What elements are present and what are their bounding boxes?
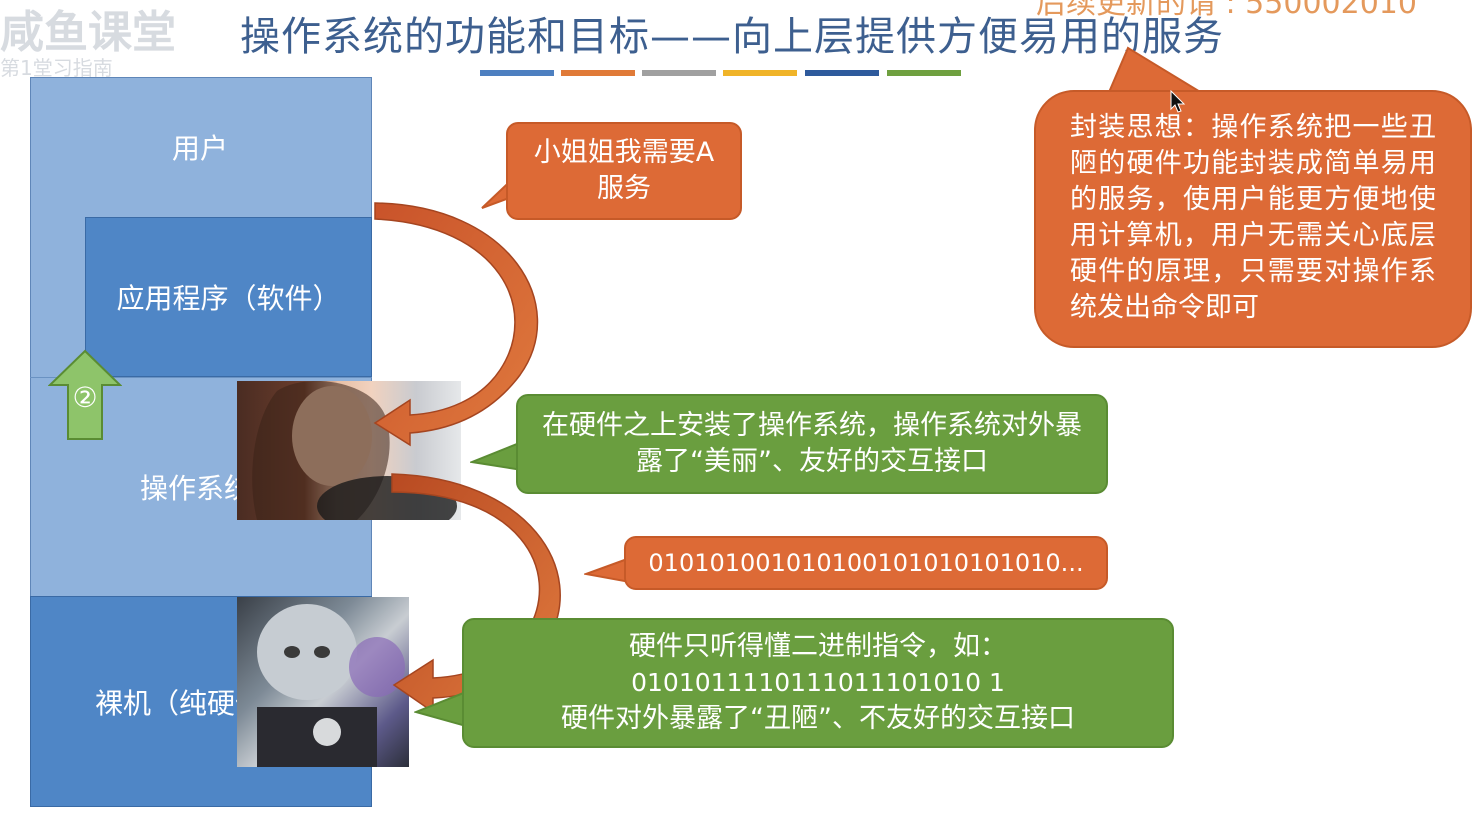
request-bubble: 小姐姐我需要A服务 bbox=[506, 122, 742, 220]
encapsulation-bubble: 封装思想：操作系统把一些丑陋的硬件功能封装成简单易用的服务，使用户能更方便地使用… bbox=[1034, 90, 1472, 348]
title-underline-5 bbox=[805, 70, 879, 76]
watermark-logo: 咸鱼课堂 bbox=[0, 0, 176, 60]
layer-user-label: 用户 bbox=[172, 127, 228, 167]
request-bubble-text: 小姐姐我需要A服务 bbox=[524, 135, 724, 207]
title-underline-1 bbox=[480, 70, 554, 76]
layer-user: 用户 bbox=[30, 77, 372, 217]
alien-photo bbox=[237, 597, 409, 767]
mouse-cursor-icon bbox=[1170, 90, 1186, 114]
hardware-bubble-line-3: 硬件对外暴露了“丑陋”、不友好的交互接口 bbox=[561, 701, 1075, 737]
step-number: ② bbox=[66, 381, 104, 414]
os-interface-bubble-tail bbox=[470, 440, 522, 480]
hardware-bubble-line-1: 硬件只听得懂二进制指令，如： bbox=[629, 629, 1007, 665]
binary-bubble: 010101001010100101010101010... bbox=[624, 536, 1108, 590]
title-underline-4 bbox=[723, 70, 797, 76]
os-interface-bubble-text: 在硬件之上安装了操作系统，操作系统对外暴露了“美丽”、友好的交互接口 bbox=[538, 408, 1086, 480]
encapsulation-bubble-text: 封装思想：操作系统把一些丑陋的硬件功能封装成简单易用的服务，使用户能更方便地使用… bbox=[1070, 110, 1436, 326]
os-interface-bubble: 在硬件之上安装了操作系统，操作系统对外暴露了“美丽”、友好的交互接口 bbox=[516, 394, 1108, 494]
title-underline-6 bbox=[887, 70, 961, 76]
hardware-bubble: 硬件只听得懂二进制指令，如： 0101011110111011101010 1 … bbox=[462, 618, 1174, 748]
hardware-bubble-line-2: 0101011110111011101010 1 bbox=[631, 665, 1005, 701]
binary-bubble-text: 010101001010100101010101010... bbox=[648, 545, 1083, 581]
layer-application: 应用程序（软件） bbox=[85, 217, 372, 377]
title-underline-2 bbox=[561, 70, 635, 76]
layer-application-label: 应用程序（软件） bbox=[116, 277, 340, 317]
title-underline-3 bbox=[642, 70, 716, 76]
top-right-caption: 后续更新的请 : 550002010 bbox=[1036, 0, 1417, 22]
layer-os-label: 操作系统 bbox=[140, 467, 252, 507]
hardware-bubble-tail bbox=[414, 690, 466, 730]
